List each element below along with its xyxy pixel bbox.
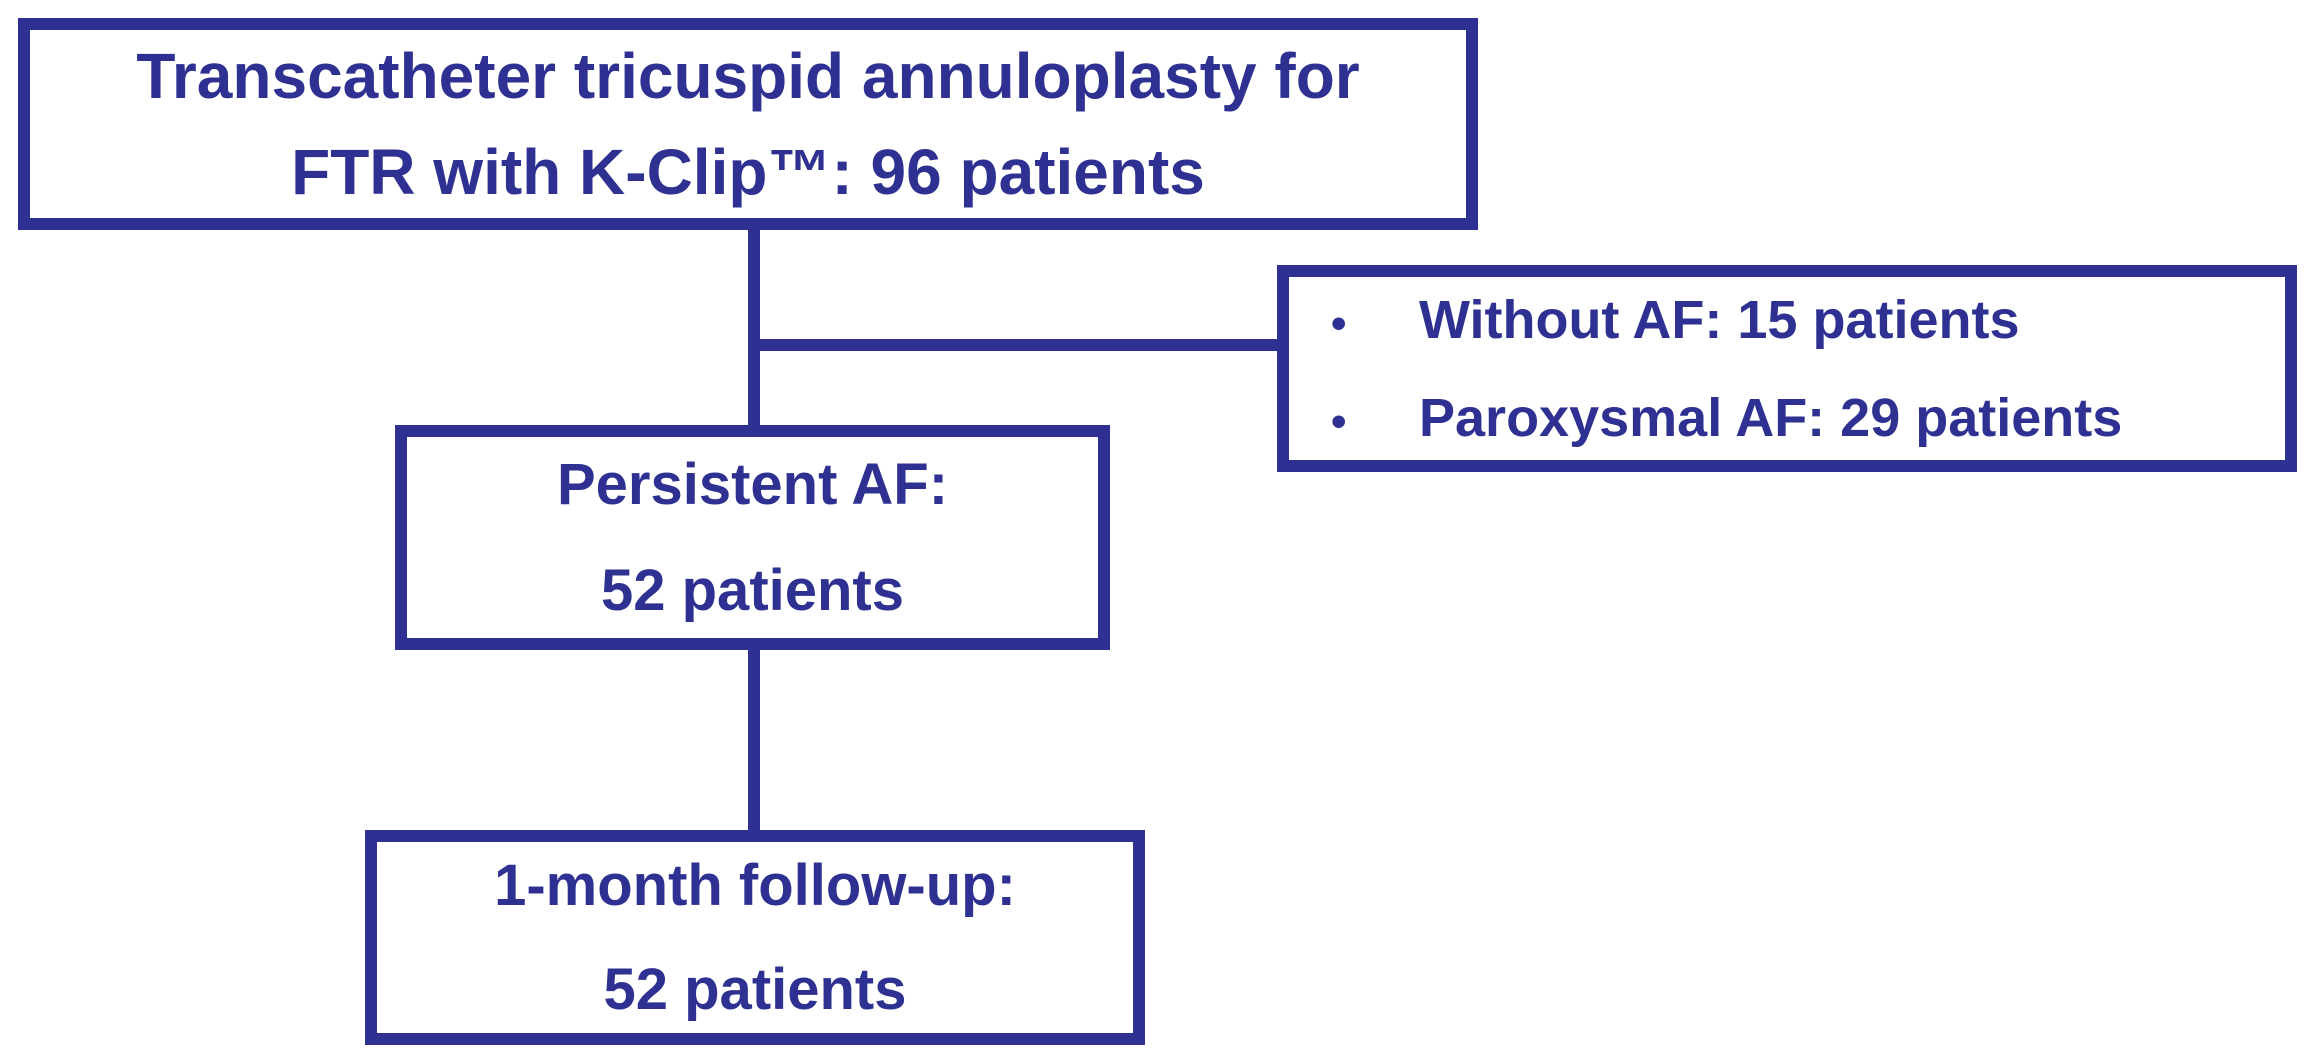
enrollment-node: Transcatheter tricuspid annuloplasty for… bbox=[18, 18, 1478, 230]
follow-up-node: 1-month follow-up: 52 patients bbox=[365, 830, 1145, 1045]
excluded-item-paroxysmal-af-label: Paroxysmal AF: 29 patients bbox=[1419, 387, 2123, 448]
persistent-af-node-line1: Persistent AF: bbox=[556, 451, 949, 517]
excluded-item-without-af-label: Without AF: 15 patients bbox=[1419, 289, 2020, 350]
follow-up-node-line2: 52 patients bbox=[603, 956, 907, 1022]
connector-bottom-vertical bbox=[748, 648, 760, 830]
connector-branch-horizontal bbox=[754, 339, 1277, 351]
enrollment-node-line1: Transcatheter tricuspid annuloplasty for bbox=[136, 40, 1360, 112]
connector-top-vertical bbox=[748, 230, 760, 425]
excluded-node: • Without AF: 15 patients • Paroxysmal A… bbox=[1277, 265, 2297, 472]
excluded-item-paroxysmal-af: • Paroxysmal AF: 29 patients bbox=[1317, 387, 2285, 449]
bullet-icon: • bbox=[1331, 298, 1347, 348]
enrollment-node-line2: FTR with K-Clip™: 96 patients bbox=[291, 136, 1205, 208]
excluded-item-without-af: • Without AF: 15 patients bbox=[1317, 289, 2285, 351]
persistent-af-node: Persistent AF: 52 patients bbox=[395, 425, 1110, 650]
follow-up-node-line1: 1-month follow-up: bbox=[494, 852, 1016, 918]
bullet-icon: • bbox=[1331, 396, 1347, 446]
persistent-af-node-line2: 52 patients bbox=[601, 557, 904, 623]
